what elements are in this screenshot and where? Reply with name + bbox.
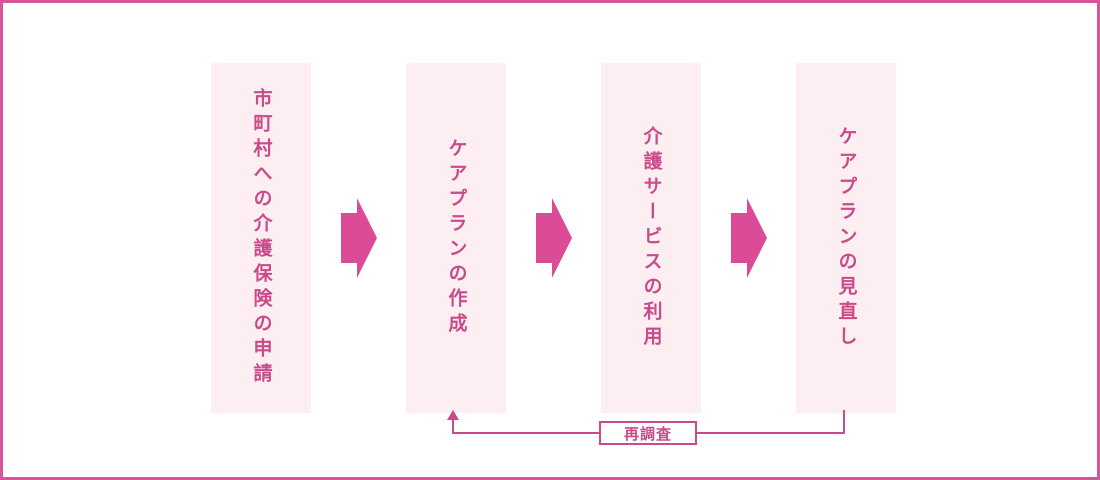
arrow-right-icon: [341, 198, 377, 278]
step-label-apply: 市町村への介護保険の申請: [250, 88, 273, 388]
step-label-review-plan: ケアプランの見直し: [835, 125, 858, 351]
step-box-apply: 市町村への介護保険の申請: [211, 63, 311, 413]
arrow-right-icon: [731, 198, 767, 278]
step-label-create-plan: ケアプランの作成: [445, 138, 468, 338]
step-box-use-service: 介護サービスの利用: [601, 63, 701, 413]
step-label-use-service: 介護サービスの利用: [640, 125, 663, 351]
arrow-right-icon: [536, 198, 572, 278]
step-box-review-plan: ケアプランの見直し: [796, 63, 896, 413]
loop-label-reinvestigation: 再調査: [599, 421, 697, 445]
step-box-create-plan: ケアプランの作成: [406, 63, 506, 413]
